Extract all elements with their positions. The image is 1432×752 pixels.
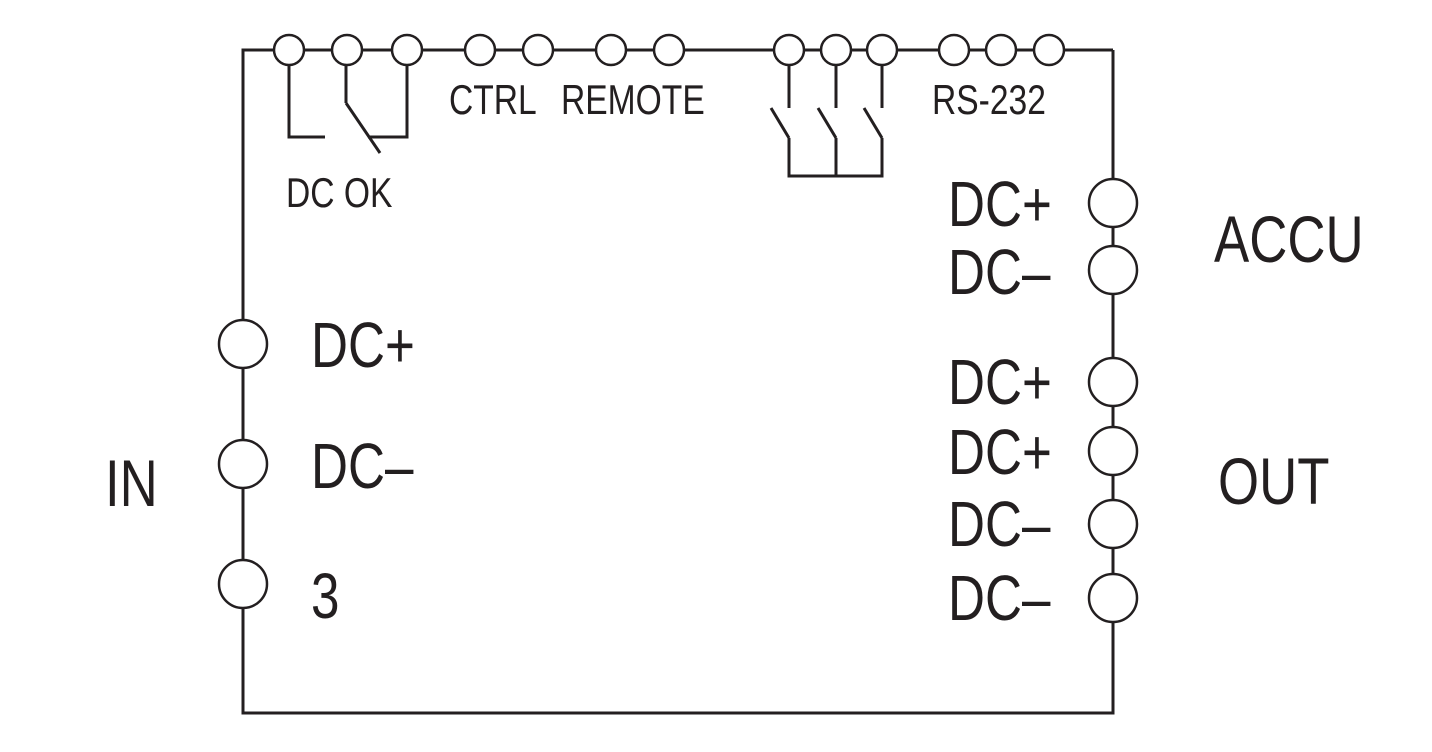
label-accu-dc-plus: DC+: [948, 168, 1052, 240]
accu-terminals: [1087, 177, 1139, 296]
terminal-ctrl-2: [521, 33, 555, 67]
label-accu-dc-minus: DC–: [948, 236, 1051, 308]
label-ctrl: CTRL: [449, 76, 537, 123]
terminal-rs232-1: [937, 33, 971, 67]
label-remote: REMOTE: [561, 76, 705, 123]
relay-switch-bank: [769, 63, 884, 178]
terminal-ctrl-1: [463, 33, 497, 67]
terminal-rs232-3: [1032, 33, 1066, 67]
terminal-dc-ok-3: [390, 33, 424, 67]
terminal-out-dc-minus-2: [1087, 572, 1139, 624]
terminal-dc-ok-2: [330, 33, 364, 67]
terminal-out-dc-plus-1: [1087, 356, 1139, 408]
label-in-dc-plus: DC+: [311, 309, 415, 381]
terminal-remote-1: [594, 33, 628, 67]
terminal-accu-dc-minus: [1087, 244, 1139, 296]
label-in-dc-minus: DC–: [311, 430, 414, 502]
label-out-dc-minus-1: DC–: [948, 488, 1051, 560]
label-in-3: 3: [311, 560, 340, 632]
terminal-remote-2: [652, 33, 686, 67]
top-terminal-row: [272, 33, 1066, 67]
label-out-group: OUT: [1218, 444, 1330, 518]
label-rs232: RS-232: [932, 76, 1046, 123]
terminal-rs232-2: [984, 33, 1018, 67]
output-terminals: [1087, 356, 1139, 624]
terminal-in-3: [217, 558, 269, 610]
label-in-group: IN: [105, 446, 158, 520]
label-out-dc-minus-2: DC–: [948, 562, 1051, 634]
terminal-relay-1: [772, 33, 806, 67]
terminal-accu-dc-plus: [1087, 177, 1139, 229]
terminal-out-dc-minus-1: [1087, 498, 1139, 550]
dc-ok-relay-contact: [287, 63, 409, 154]
terminal-relay-2: [819, 33, 853, 67]
label-accu-group: ACCU: [1214, 202, 1364, 276]
terminal-dc-ok-1: [272, 33, 306, 67]
label-dc-ok: DC OK: [286, 169, 393, 216]
terminal-in-dc-minus: [217, 438, 269, 490]
terminal-out-dc-plus-2: [1087, 425, 1139, 477]
terminal-relay-3: [865, 33, 899, 67]
label-out-dc-plus-2: DC+: [948, 416, 1052, 488]
terminal-in-dc-plus: [217, 318, 269, 370]
label-out-dc-plus-1: DC+: [948, 346, 1052, 418]
input-terminals: [217, 318, 269, 610]
